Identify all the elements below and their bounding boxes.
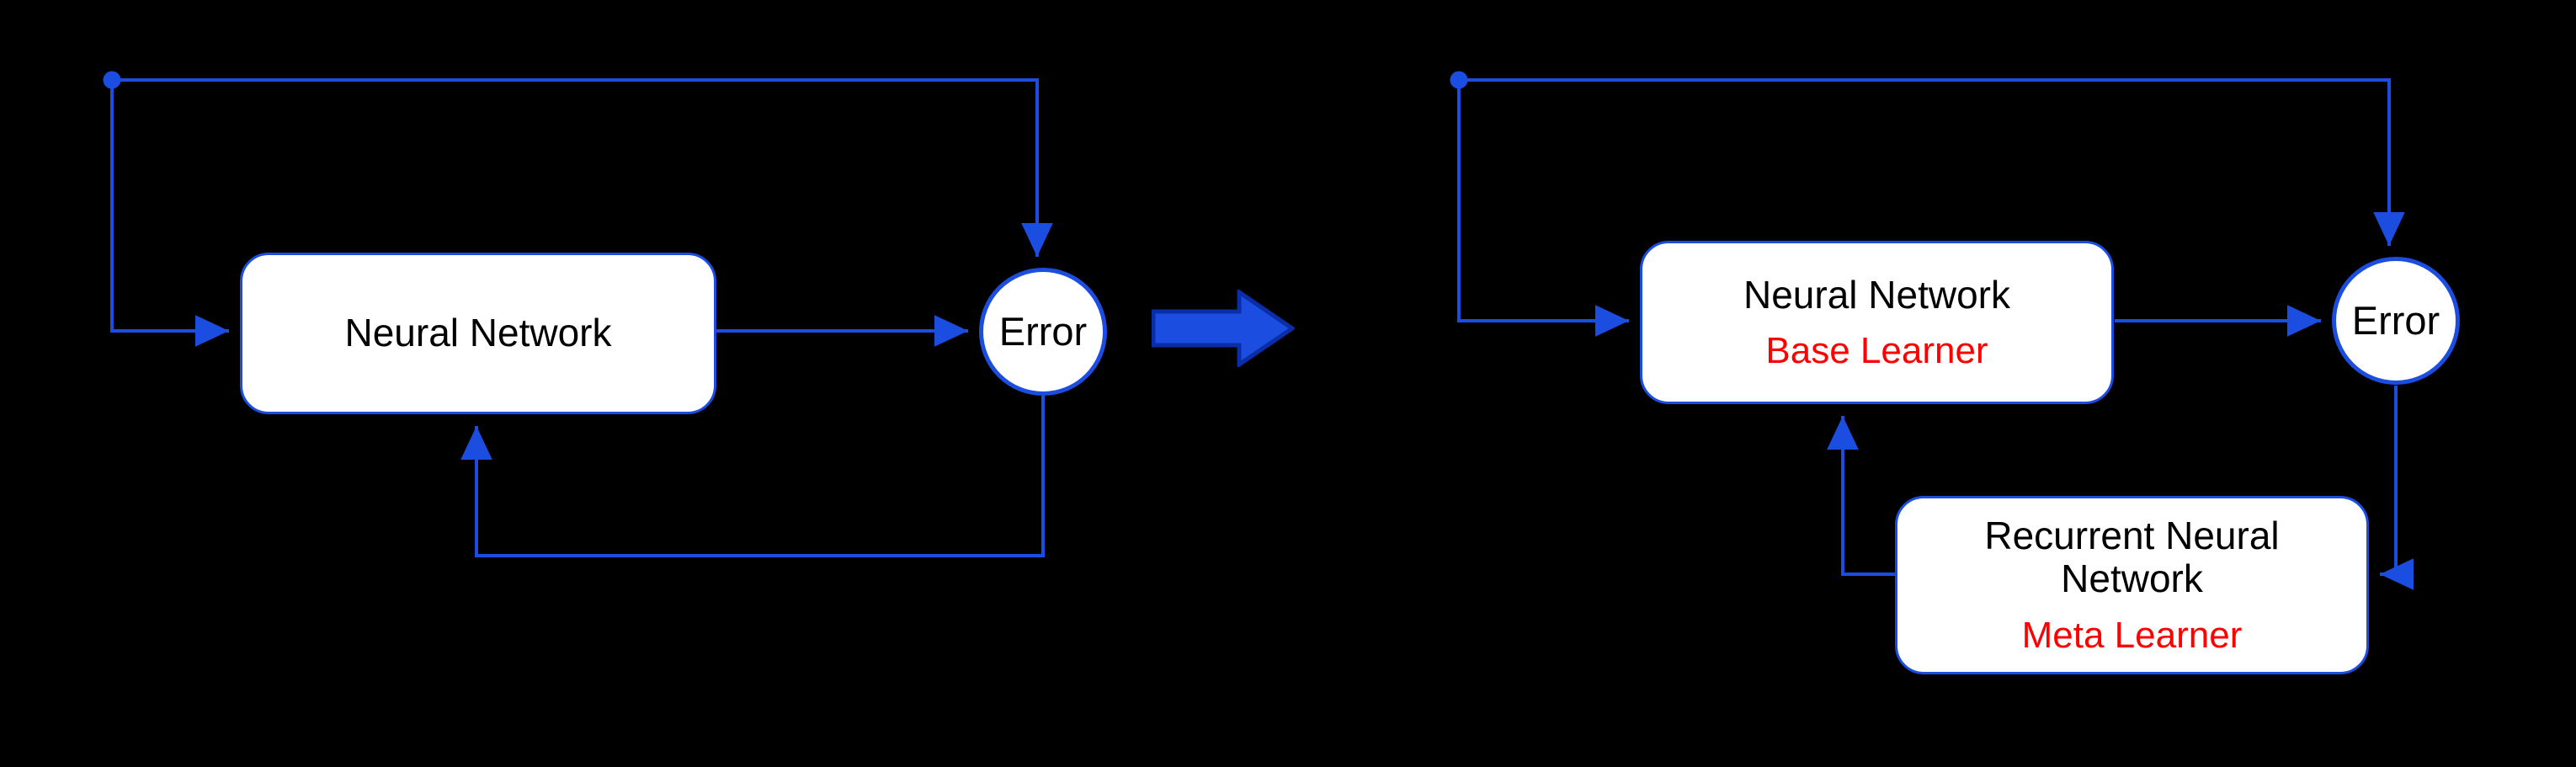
node-recurrent-neural-network[interactable]: Recurrent Neural Network Meta Learner — [1895, 496, 2369, 674]
node-neural-network-left[interactable]: Neural Network — [240, 253, 716, 414]
wire-input-to-nn-left — [110, 80, 229, 347]
node-error-right[interactable]: Error — [2332, 257, 2460, 385]
node-neural-network-right[interactable]: Neural Network Base Learner — [1640, 241, 2114, 404]
input-source-dot-right — [1450, 71, 1468, 89]
node-label: Neural Network — [1743, 272, 2010, 317]
wire-input-to-error-left — [112, 78, 1053, 257]
node-label: Error — [998, 308, 1088, 354]
node-sublabel-meta-learner: Meta Learner — [2021, 614, 2243, 656]
node-label-line1: Recurrent Neural — [1984, 513, 2280, 557]
wire-error-to-rnn-right — [2380, 386, 2414, 590]
wire-rnn-to-nn-right — [1827, 416, 1895, 576]
wire-input-to-nn-right — [1457, 80, 1629, 337]
wire-input-to-error-right — [1459, 78, 2405, 246]
input-source-dot-left — [103, 71, 121, 89]
node-sublabel-base-learner: Base Learner — [1765, 330, 1988, 372]
node-label: Neural Network — [344, 311, 612, 355]
right-arrow-icon — [1152, 290, 1295, 367]
node-label: Error — [2351, 297, 2440, 343]
wire-error-to-nn-left — [460, 396, 1045, 557]
node-label-line2: Network — [2061, 557, 2203, 601]
node-error-left[interactable]: Error — [979, 268, 1107, 396]
